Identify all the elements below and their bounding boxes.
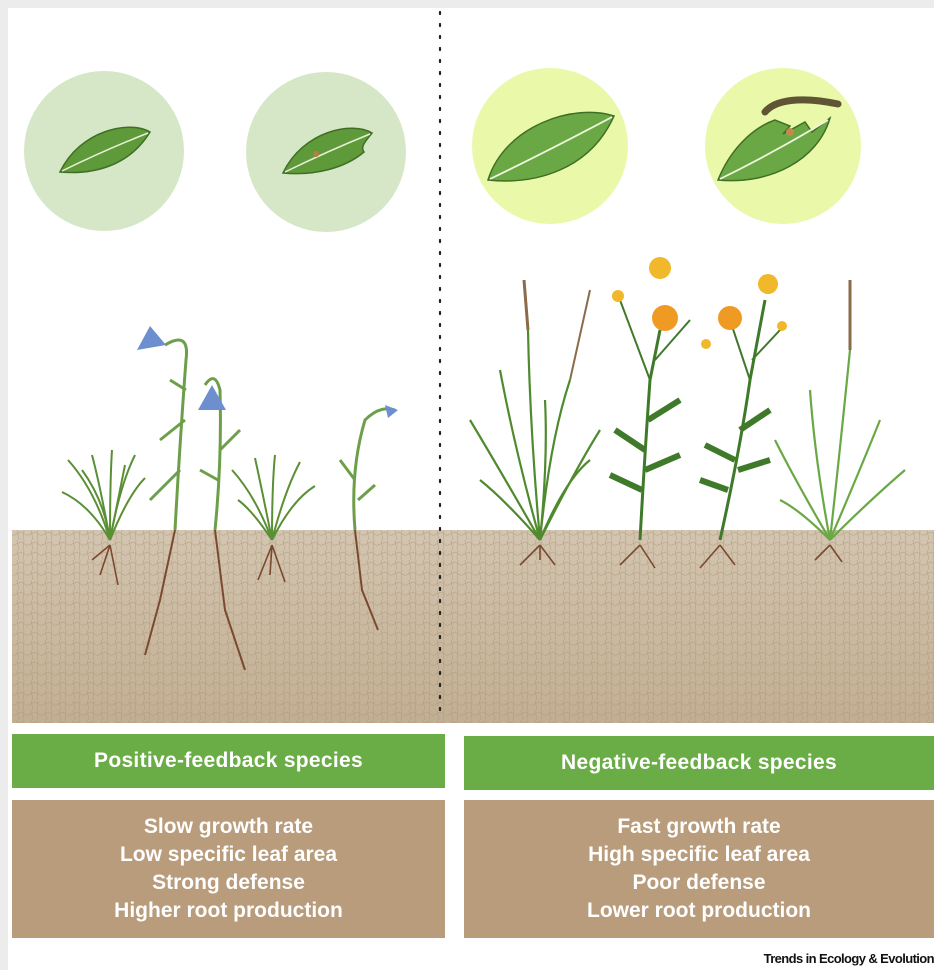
trait-growth-rate: Slow growth rate (144, 813, 313, 841)
trait-defense: Poor defense (632, 869, 765, 897)
trait-root-production: Lower root production (587, 897, 811, 925)
leaf-circle-right-2 (705, 68, 861, 224)
leaf-circle-right-1 (472, 68, 628, 224)
negative-feedback-label: Negative-feedback species (561, 751, 837, 775)
trait-leaf-area: High specific leaf area (588, 841, 810, 869)
daisy-right-1 (610, 257, 690, 568)
journal-credit: Trends in Ecology & Evolution (764, 951, 934, 966)
soil-band (12, 530, 934, 723)
grass-right-2 (775, 280, 905, 562)
trait-leaf-area: Low specific leaf area (120, 841, 337, 869)
negative-feedback-banner: Negative-feedback species (464, 736, 934, 790)
leaf-circle-left-2 (246, 72, 406, 232)
positive-feedback-label: Positive-feedback species (94, 749, 363, 773)
trait-growth-rate: Fast growth rate (617, 813, 780, 841)
positive-traits-box: Slow growth rate Low specific leaf area … (12, 800, 445, 938)
leaf-spot (313, 151, 319, 157)
trait-root-production: Higher root production (114, 897, 343, 925)
positive-feedback-banner: Positive-feedback species (12, 734, 445, 788)
daisy-right-2 (700, 274, 787, 568)
grass-right-1 (470, 280, 600, 565)
negative-traits-box: Fast growth rate High specific leaf area… (464, 800, 934, 938)
trait-defense: Strong defense (152, 869, 305, 897)
plant-illustration (0, 0, 934, 730)
leaf-circle-left-1 (24, 71, 184, 231)
